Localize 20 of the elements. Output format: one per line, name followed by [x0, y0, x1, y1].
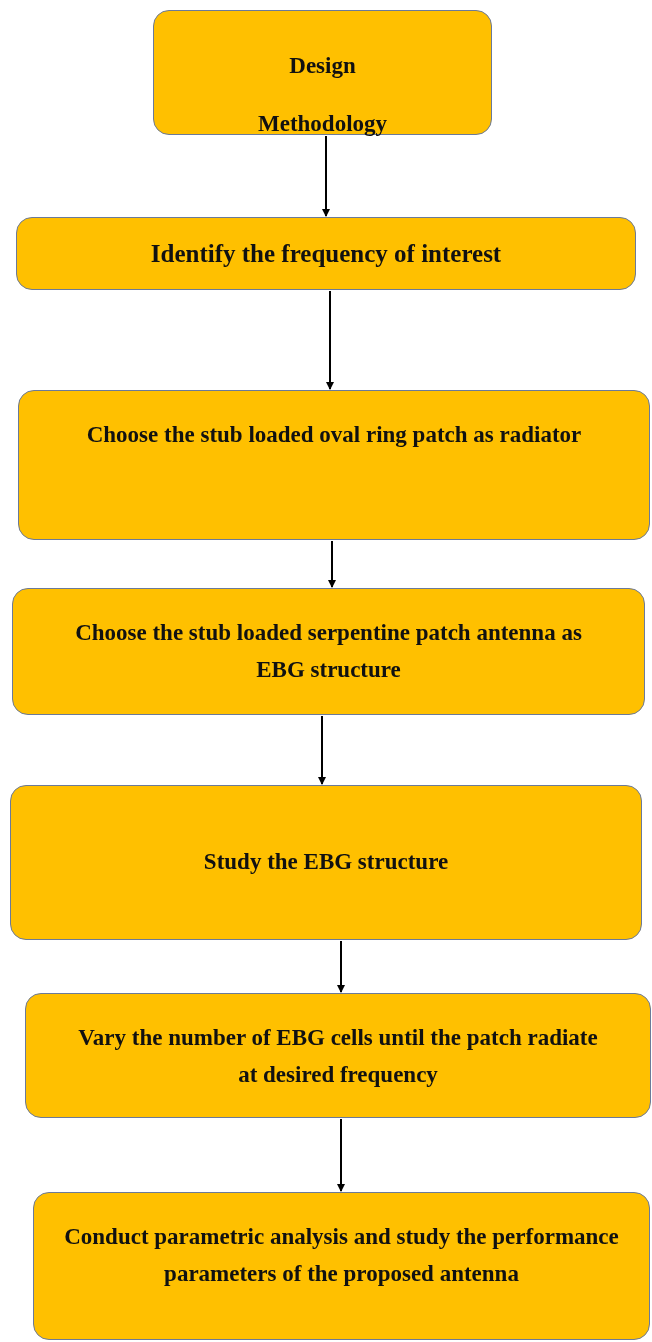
box-text: Design Methodology — [256, 52, 389, 138]
box-text: Vary the number of EBG cells until the patch radiate at desired frequency — [77, 1024, 599, 1089]
arrow — [326, 290, 334, 390]
arrow — [337, 1118, 345, 1192]
process-box — [25, 993, 651, 1118]
arrow — [328, 540, 336, 588]
arrow — [318, 715, 326, 785]
box-text: Choose the stub loaded serpentine patch antenna as EBG structure — [74, 619, 583, 684]
process-box — [16, 217, 636, 290]
box-text: Study the EBG structure — [203, 848, 449, 877]
box-text: Conduct parametric analysis and study the performance parameters of the proposed antenna — [63, 1223, 620, 1288]
arrow — [337, 940, 345, 993]
box-text: Identify the frequency of interest — [150, 238, 502, 269]
process-box — [10, 785, 642, 940]
arrow — [322, 135, 330, 217]
process-box — [12, 588, 645, 715]
process-box — [153, 10, 492, 135]
process-box — [18, 390, 650, 540]
process-box — [33, 1192, 650, 1340]
box-text: Choose the stub loaded oval ring patch as radiator — [86, 421, 582, 449]
